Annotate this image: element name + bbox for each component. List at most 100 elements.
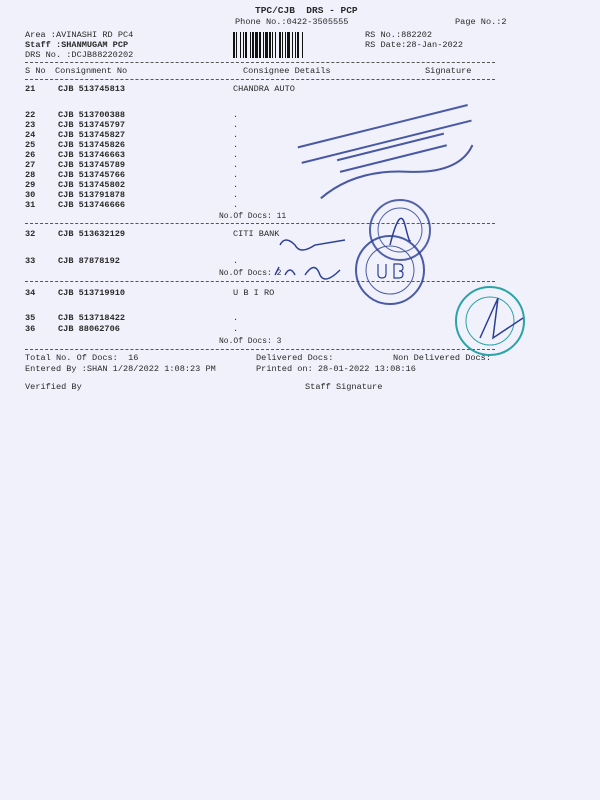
barcode-bar <box>287 32 290 58</box>
consignment-no: CJB 513745827 <box>58 130 126 140</box>
consignment-no: CJB 513700388 <box>58 110 126 120</box>
chandra-stamp <box>297 104 474 200</box>
s-no: 36 <box>25 324 36 334</box>
consignee-details: . <box>233 256 239 266</box>
non-delivered-docs: Non Delivered Docs: <box>393 353 491 363</box>
barcode-bar <box>285 32 286 58</box>
column-header-consignee-details: Consignee Details <box>243 66 331 76</box>
barcode-bar <box>265 32 268 58</box>
barcode-bar <box>272 32 273 58</box>
barcode-bar <box>303 32 304 58</box>
consignee-details: . <box>233 120 239 130</box>
bank-seal-stamp <box>355 235 425 305</box>
consignee-details: . <box>233 110 239 120</box>
barcode-bar <box>269 32 271 58</box>
consignee-details: . <box>233 180 239 190</box>
document-title: TPC/CJB DRS - PCP <box>255 5 358 16</box>
entered-by: Entered By :SHAN 1/28/2022 1:08:23 PM <box>25 364 216 374</box>
consignee-details: CITI BANK <box>233 229 280 239</box>
barcode-bar <box>275 32 276 58</box>
barcode-bar <box>252 32 254 58</box>
s-no: 31 <box>25 200 36 210</box>
total-docs: Total No. Of Docs: 16 <box>25 353 139 363</box>
consignee-details: CHANDRA AUTO <box>233 84 295 94</box>
rs-number: RS No.:882202 <box>365 30 433 40</box>
barcode-bar <box>297 32 299 58</box>
s-no: 23 <box>25 120 36 130</box>
barcode-bar <box>245 32 247 58</box>
consignee-details: . <box>233 324 239 334</box>
s-no: 24 <box>25 130 36 140</box>
table-row: 22 CJB 513700388. <box>25 111 240 120</box>
group-doc-count: No.Of Docs: 11 <box>219 212 287 221</box>
divider <box>25 79 495 80</box>
consignee-details: . <box>233 200 239 210</box>
table-row: 28 CJB 513745766. <box>25 171 240 180</box>
s-no: 34 <box>25 288 36 298</box>
s-no: 22 <box>25 110 36 120</box>
printed-on: Printed on: 28-01-2022 13:08:16 <box>256 364 416 374</box>
consignment-no: CJB 513745802 <box>58 180 126 190</box>
s-no: 32 <box>25 229 36 239</box>
consignee-details: U B I RO <box>233 288 275 298</box>
consignment-no: CJB 513746663 <box>58 150 126 160</box>
table-row: 31 CJB 513746666. <box>25 201 240 210</box>
barcode-bar <box>236 32 237 58</box>
consignment-no: CJB 88062706 <box>58 324 120 334</box>
table-row: 36 CJB 88062706. <box>25 325 240 334</box>
group-doc-count: No.Of Docs: 2 <box>219 269 282 278</box>
consignee-details: . <box>233 190 239 200</box>
barcode-bar <box>282 32 283 58</box>
s-no: 33 <box>25 256 36 266</box>
s-no: 35 <box>25 313 36 323</box>
table-row: 30 CJB 513791878. <box>25 191 240 200</box>
consignee-details: . <box>233 313 239 323</box>
consignment-no: CJB 513745789 <box>58 160 126 170</box>
s-no: 28 <box>25 170 36 180</box>
barcode-bar <box>263 32 264 58</box>
s-no: 29 <box>25 180 36 190</box>
barcode <box>233 32 358 58</box>
divider <box>25 349 495 350</box>
consignment-no: CJB 513718422 <box>58 313 126 323</box>
table-row: 29 CJB 513745802. <box>25 181 240 190</box>
verified-by: Verified By <box>25 382 82 392</box>
area: Area :AVINASHI RD PC4 <box>25 30 134 40</box>
column-header-consignment-no: Consignment No <box>55 66 128 76</box>
barcode-bar <box>279 32 281 58</box>
barcode-bar <box>233 32 235 58</box>
phone-number: Phone No.:0422-3505555 <box>235 17 349 27</box>
divider <box>25 281 495 282</box>
group-doc-count: No.Of Docs: 3 <box>219 337 282 346</box>
drs-number: DRS No. :DCJB88220202 <box>25 50 134 60</box>
s-no: 25 <box>25 140 36 150</box>
consignment-no: CJB 513745813 <box>58 84 126 94</box>
consignment-no: CJB 513719910 <box>58 288 126 298</box>
staff-signature: Staff Signature <box>305 382 383 392</box>
barcode-bar <box>259 32 261 58</box>
consignee-details: . <box>233 150 239 160</box>
s-no: 30 <box>25 190 36 200</box>
table-row: 34 CJB 513719910 U B I RO <box>25 288 274 298</box>
barcode-bar <box>240 32 241 58</box>
barcode-bar <box>250 32 251 58</box>
consignment-no: CJB 513745766 <box>58 170 126 180</box>
table-row: 32 CJB 513632129 CITI BANK <box>25 229 279 239</box>
consignee-details: . <box>233 170 239 180</box>
consignment-no: CJB 513745826 <box>58 140 126 150</box>
consignment-no: CJB 513632129 <box>58 229 126 239</box>
table-row: 35 CJB 513718422. <box>25 314 240 323</box>
divider <box>25 62 495 63</box>
s-no: 21 <box>25 84 36 94</box>
barcode-bar <box>255 32 258 58</box>
divider <box>25 223 495 224</box>
consignment-no: CJB 513746666 <box>58 200 126 210</box>
barcode-bar <box>292 32 293 58</box>
consignee-details: . <box>233 130 239 140</box>
consignment-no: CJB 513791878 <box>58 190 126 200</box>
